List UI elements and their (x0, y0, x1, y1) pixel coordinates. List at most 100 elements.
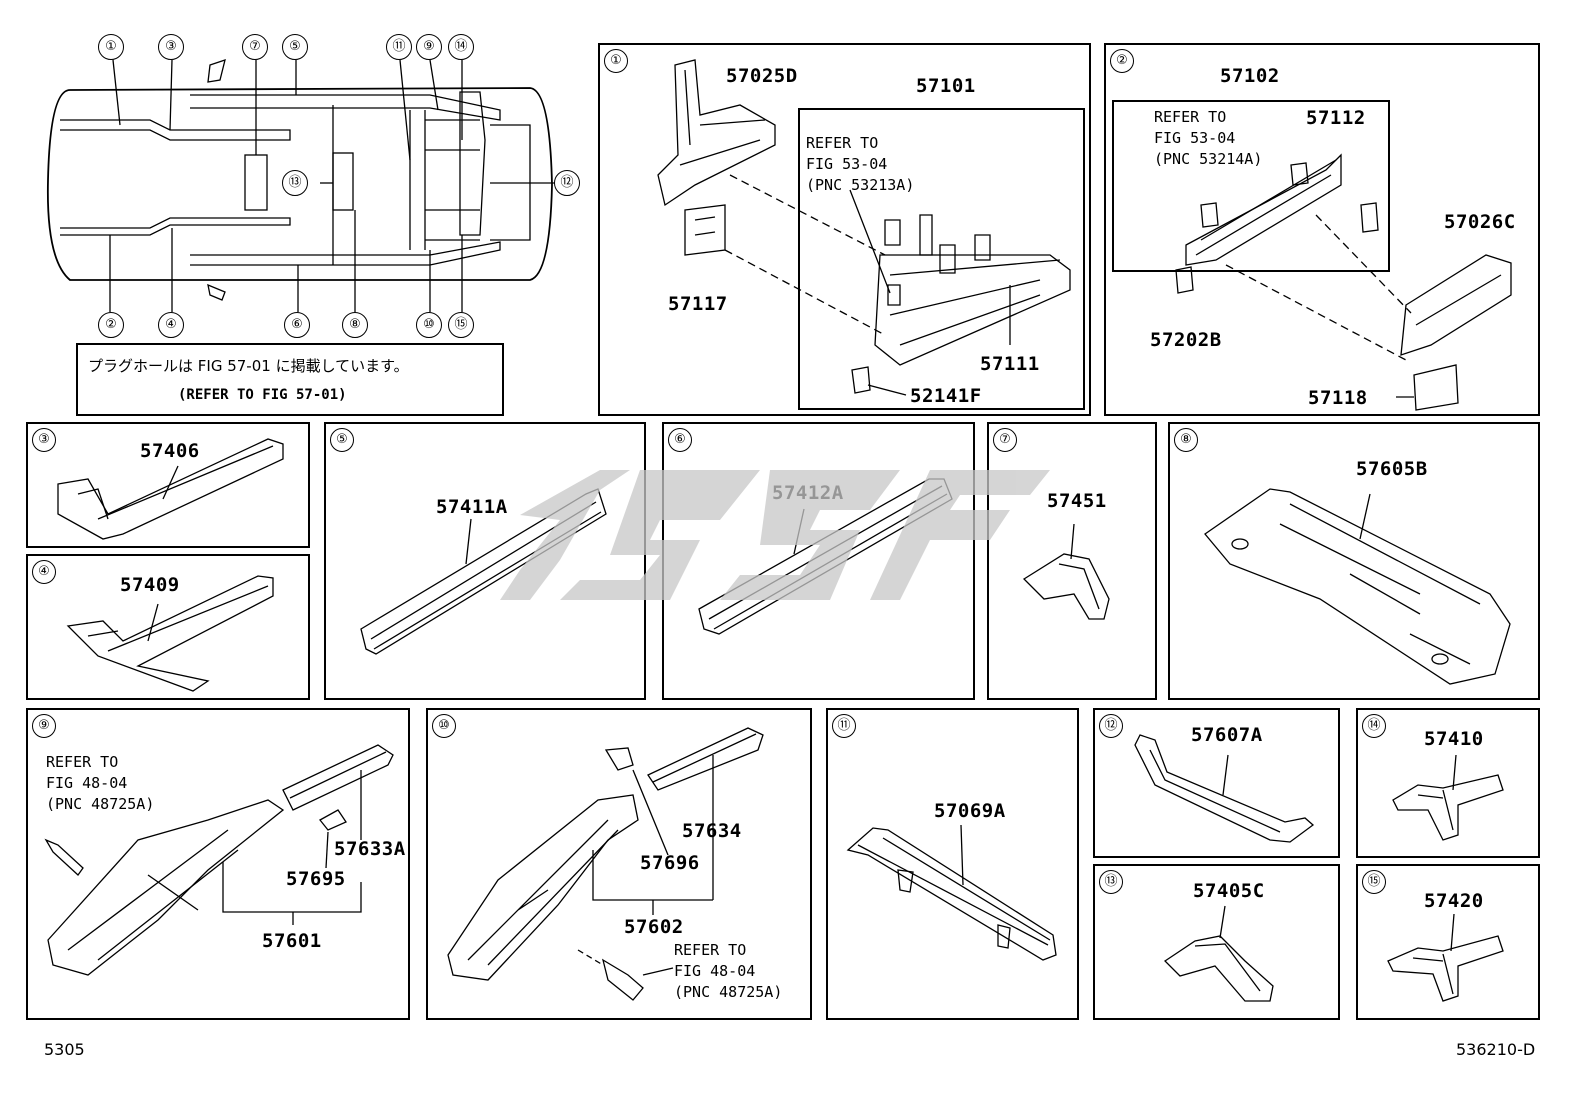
panel-9-number: ⑨ (32, 714, 56, 738)
car-underbody-outline (46, 59, 556, 312)
panel-7: ⑦ 57451 (987, 422, 1157, 700)
callout-2: ② (98, 312, 124, 338)
panel-3-drawing (57, 438, 284, 540)
panel-1-refer-note: REFER TO FIG 53-04 (PNC 53213A) (806, 134, 915, 194)
panel-4-number: ④ (32, 560, 56, 584)
note-en: (REFER TO FIG 57-01) (178, 387, 347, 403)
panel-11-number: ⑪ (832, 714, 856, 738)
panel-11: ⑪ 57069A (826, 708, 1079, 1020)
panel-9-drawing (44, 744, 394, 976)
panel-1: ① 57025D 57101 57117 57111 52141F REFER … (598, 43, 1091, 416)
panel-4-drawing (66, 575, 274, 692)
code-57101: 57101 (916, 75, 976, 97)
panel-11-drawing (846, 824, 1057, 961)
panel-14-drawing (1392, 754, 1504, 841)
code-57605B: 57605B (1356, 458, 1428, 480)
panel-13-drawing (1163, 905, 1274, 1002)
panel-9-refer-note: REFER TO FIG 48-04 (PNC 48725A) (46, 753, 155, 813)
callout-4: ④ (158, 312, 184, 338)
code-57405C: 57405C (1193, 880, 1265, 902)
panel-14-number: ⑭ (1362, 714, 1386, 738)
panel-12-number: ⑫ (1099, 714, 1123, 738)
panel-6-drawing (698, 478, 953, 635)
code-57602: 57602 (624, 916, 684, 938)
code-57102: 57102 (1220, 65, 1280, 87)
panel-5: ⑤ 57411A (324, 422, 646, 700)
code-57696: 57696 (640, 852, 700, 874)
code-57411A: 57411A (436, 496, 508, 518)
code-52141F: 52141F (910, 385, 982, 407)
note-jp: プラグホールは FIG 57-01 に掲載しています。 (88, 357, 409, 375)
panel-8-number: ⑧ (1174, 428, 1198, 452)
callout-9: ⑨ (416, 34, 442, 60)
panel-1-drawing (657, 59, 1071, 396)
panel-14: ⑭ 57410 (1356, 708, 1540, 858)
code-57026C: 57026C (1444, 211, 1516, 233)
callout-11: ⑪ (386, 34, 412, 60)
code-57601: 57601 (262, 930, 322, 952)
panel-10: ⑩ 57634 57696 57602 REFER TO FIG 48-04 (… (426, 708, 812, 1020)
code-57406: 57406 (140, 440, 200, 462)
code-57069A: 57069A (934, 800, 1006, 822)
footer-figure-code: 536210-D (1456, 1040, 1536, 1059)
code-57634: 57634 (682, 820, 742, 842)
panel-10-number: ⑩ (432, 714, 456, 738)
panel-12: ⑫ 57607A (1093, 708, 1340, 858)
code-57410: 57410 (1424, 728, 1484, 750)
code-57111: 57111 (980, 353, 1040, 375)
panel-15-number: ⑮ (1362, 870, 1386, 894)
panel-5-drawing (360, 488, 607, 655)
panel-8-drawing (1204, 488, 1511, 685)
panel-13-number: ⑬ (1099, 870, 1123, 894)
panel-1-group-box (798, 108, 1085, 410)
callout-15: ⑮ (448, 312, 474, 338)
panel-8: ⑧ 57605B (1168, 422, 1540, 700)
panel-15: ⑮ 57420 (1356, 864, 1540, 1020)
panel-1-number: ① (604, 49, 628, 73)
callout-12: ⑫ (554, 170, 580, 196)
plug-hole-note: プラグホールは FIG 57-01 に掲載しています。 (REFER TO FI… (76, 343, 504, 416)
code-57202B: 57202B (1150, 329, 1222, 351)
panel-15-drawing (1387, 913, 1504, 1002)
code-57451: 57451 (1047, 490, 1107, 512)
callout-1: ① (98, 34, 124, 60)
callout-8: ⑧ (342, 312, 368, 338)
callout-7: ⑦ (242, 34, 268, 60)
panel-2-refer-note: REFER TO FIG 53-04 (PNC 53214A) (1154, 108, 1263, 168)
panel-6-number: ⑥ (668, 428, 692, 452)
callout-13: ⑬ (282, 170, 308, 196)
panel-12-drawing (1134, 734, 1315, 843)
code-57117: 57117 (668, 293, 728, 315)
overview-diagram: ① ③ ⑦ ⑤ ⑪ ⑨ ⑭ ⑬ ⑫ ② ④ ⑥ ⑧ ⑩ ⑮ (30, 30, 590, 420)
panel-2-drawing (1175, 153, 1512, 411)
code-57412A: 57412A (772, 482, 844, 504)
panel-2: ② 57102 57112 57026C 57202B 57118 REFER … (1104, 43, 1540, 416)
code-57025D: 57025D (726, 65, 798, 87)
code-57633A: 57633A (334, 838, 406, 860)
panel-7-number: ⑦ (993, 428, 1017, 452)
callout-14: ⑭ (448, 34, 474, 60)
code-57118: 57118 (1308, 387, 1368, 409)
panel-10-refer-note: REFER TO FIG 48-04 (PNC 48725A) (674, 941, 783, 1001)
code-57695: 57695 (286, 868, 346, 890)
panel-3-number: ③ (32, 428, 56, 452)
code-57420: 57420 (1424, 890, 1484, 912)
panel-6: ⑥ 57412A (662, 422, 975, 700)
panel-13: ⑬ 57405C (1093, 864, 1340, 1020)
panel-2-number: ② (1110, 49, 1134, 73)
code-57409: 57409 (120, 574, 180, 596)
callout-10: ⑩ (416, 312, 442, 338)
callout-3: ③ (158, 34, 184, 60)
panel-5-number: ⑤ (330, 428, 354, 452)
code-57112: 57112 (1306, 107, 1366, 129)
panel-7-drawing (1022, 523, 1110, 620)
panel-4: ④ 57409 (26, 554, 310, 700)
callout-5: ⑤ (282, 34, 308, 60)
code-57607A: 57607A (1191, 724, 1263, 746)
panel-10-drawing (447, 727, 764, 1001)
footer-page-code: 5305 (44, 1040, 85, 1059)
panel-2-group-box (1112, 100, 1390, 272)
panel-3: ③ 57406 (26, 422, 310, 548)
callout-6: ⑥ (284, 312, 310, 338)
panel-9: ⑨ REFER TO FIG 48-04 (PNC 48725A) 57633A… (26, 708, 410, 1020)
